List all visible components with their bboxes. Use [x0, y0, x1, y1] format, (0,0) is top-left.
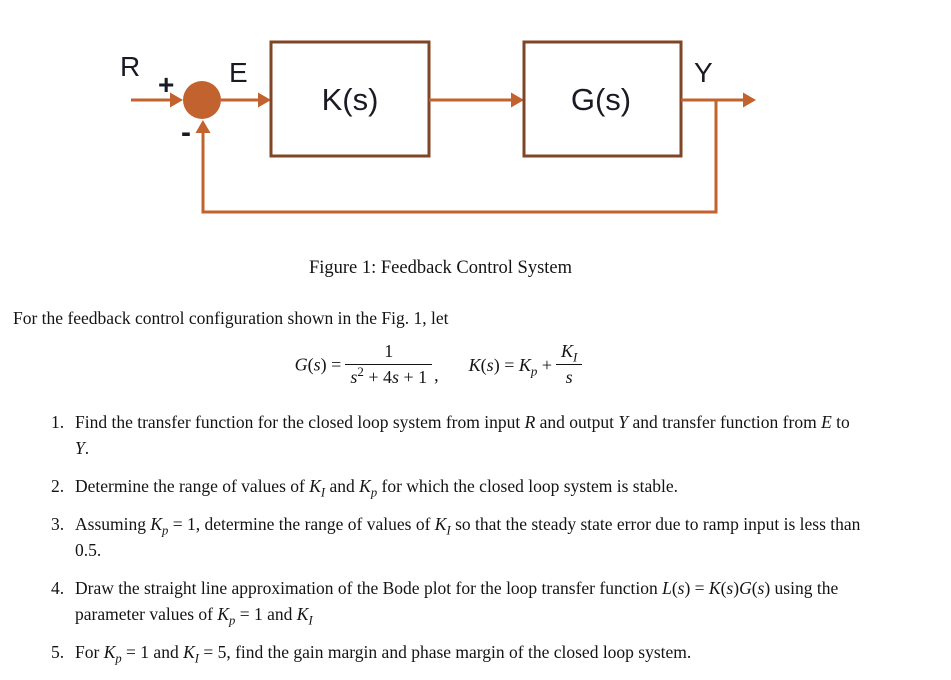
feedback-arrowhead-icon	[195, 120, 211, 133]
equation-k-numerator: KI	[556, 340, 583, 365]
feedback-line	[201, 100, 718, 214]
plant-block	[522, 40, 683, 158]
problem-item-2: 2. Determine the range of values of KI a…	[51, 473, 868, 499]
error-arrowhead-icon	[258, 92, 271, 108]
plus-sign: +	[158, 69, 174, 100]
problem-text: Draw the straight line approximation of …	[75, 578, 839, 628]
problem-text: Determine the range of values of KI and …	[75, 476, 678, 500]
problem-item-3: 3. Assuming Kp = 1, determine the range …	[51, 511, 868, 563]
problem-item-5: 5. For Kp = 1 and KI = 5, find the gain …	[51, 639, 868, 665]
problem-number: 3.	[51, 514, 65, 534]
problem-number: 5.	[51, 642, 65, 662]
equation-k-lhs: K(s) = Kp +	[468, 354, 552, 379]
problem-list: 1. Find the transfer function for the cl…	[13, 409, 868, 665]
error-signal-label: E	[229, 57, 248, 88]
output-arrowhead-icon	[743, 92, 756, 108]
problem-item-4: 4. Draw the straight line approximation …	[51, 575, 868, 627]
problem-text: Assuming Kp = 1, determine the range of …	[75, 514, 861, 560]
equation-g-lhs: G(s) =	[294, 354, 342, 375]
controller-to-plant-arrowhead-icon	[511, 92, 524, 108]
controller-block	[269, 40, 431, 158]
problem-number: 1.	[51, 412, 65, 432]
document-content: Figure 1: Feedback Control System For th…	[0, 258, 868, 665]
minus-sign: -	[181, 116, 191, 149]
problem-item-1: 1. Find the transfer function for the cl…	[51, 409, 868, 461]
block-diagram: R + E K(s) G(s) Y -	[120, 40, 756, 214]
equation-g-denominator: s2 + 4s + 1	[350, 364, 428, 387]
input-arrowhead-icon	[170, 92, 183, 108]
equation-g-numerator: 1	[345, 340, 433, 365]
plant-label: G(s)	[571, 82, 631, 117]
problem-text: For Kp = 1 and KI = 5, find the gain mar…	[75, 642, 692, 666]
equation-k-denominator: s	[565, 367, 573, 387]
controller-label: K(s)	[322, 82, 379, 117]
problem-text: Find the transfer function for the close…	[75, 412, 850, 458]
summing-junction	[183, 81, 221, 119]
problem-number: 2.	[51, 476, 65, 496]
output-signal-label: Y	[694, 57, 713, 88]
equation-comma: ,	[434, 364, 439, 385]
problem-number: 4.	[51, 578, 65, 598]
figure-caption: Figure 1: Feedback Control System	[308, 258, 573, 278]
input-signal-label: R	[120, 51, 140, 82]
intro-paragraph: For the feedback control configuration s…	[13, 308, 449, 328]
